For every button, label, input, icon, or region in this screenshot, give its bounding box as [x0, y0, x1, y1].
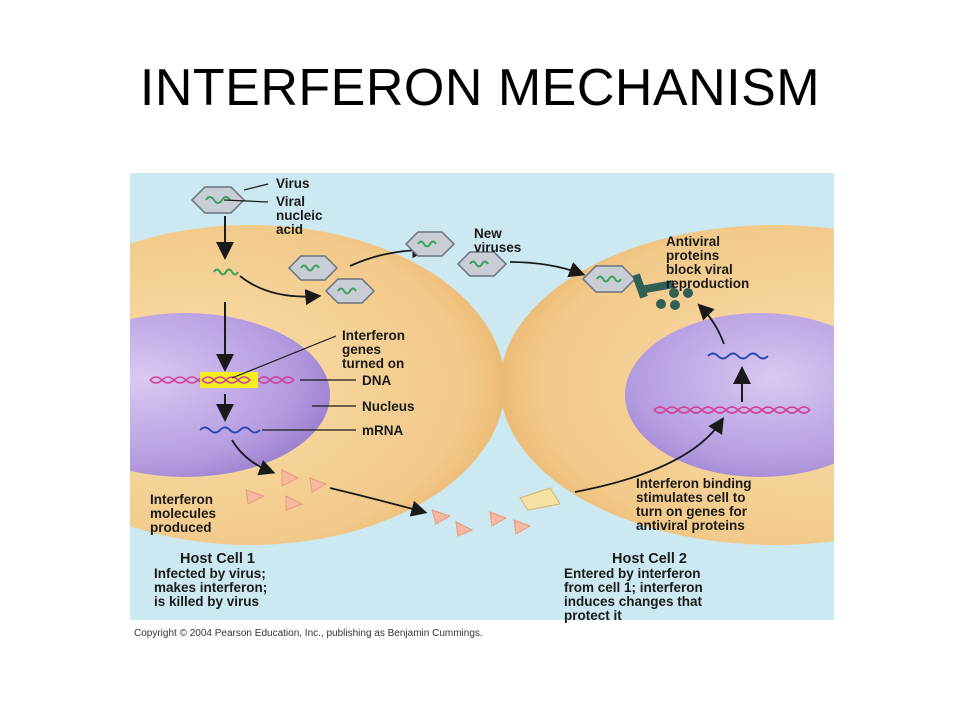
host-cell-2-caption-4: protect it [564, 608, 622, 623]
antiviral-proteins-label-3: block viral [666, 262, 733, 277]
assembly-arrow [239, 275, 322, 306]
interferon-molecule [455, 521, 474, 537]
interferon-binding-label-4: antiviral proteins [636, 518, 745, 533]
interferon-molecule [281, 469, 300, 487]
virus-to-cell-2-arrow [509, 261, 586, 278]
host-cell-1-caption-2: makes interferon; [154, 580, 267, 595]
interferon-gene-strand [201, 376, 251, 384]
host-cell-2-heading: Host Cell 2 [612, 551, 687, 567]
host-cell-1-caption-1: Infected by virus; [154, 566, 266, 581]
interferon-genes-label-3: turned on [342, 356, 404, 371]
translation-arrow [231, 439, 276, 476]
host-cell-2-caption-3: induces changes that [564, 594, 703, 609]
blocked-virus [581, 265, 637, 293]
mrna-label: mRNA [362, 423, 404, 438]
interferon-molecules-label-1: Interferon [150, 492, 213, 507]
viral-nucleic-acid-label-3: acid [276, 222, 303, 237]
secretion-arrow [329, 487, 428, 517]
new-viruses-label-2: viruses [474, 240, 521, 255]
host-cell-2-caption-1: Entered by interferon [564, 566, 701, 581]
interferon-binding-label-2: stimulates cell to [636, 490, 746, 505]
antiviral-proteins-label-4: reproduction [666, 276, 749, 291]
new-virus-outside-b [456, 251, 508, 277]
signal-arrow [574, 416, 724, 493]
interferon-molecule [245, 489, 266, 505]
cell-2-translation-arrow [697, 303, 725, 345]
interferon-genes-label-2: genes [342, 342, 381, 357]
viral-nucleic-acid-label-2: nucleic [276, 208, 323, 223]
interferon-binding-label-1: Interferon binding [636, 476, 752, 491]
interferon-genes-label-1: Interferon [342, 328, 405, 343]
antiviral-protein [632, 273, 693, 310]
interferon-molecules-label-2: molecules [150, 506, 216, 521]
interferon-molecule [431, 509, 452, 525]
host-cell-1-heading: Host Cell 1 [180, 551, 255, 567]
viral-nucleic-acid-label-1: Viral [276, 194, 305, 209]
virus-leader-line [243, 183, 269, 191]
interferon-molecule [513, 519, 532, 535]
nucleus-label: Nucleus [362, 399, 415, 414]
dna-strand-cell-2 [653, 406, 811, 414]
interferon-molecule [489, 511, 508, 527]
virus-label: Virus [276, 176, 310, 191]
new-virus-in-cell-1b [324, 278, 376, 304]
host-cell-1-nucleus [130, 313, 330, 477]
antiviral-proteins-label-1: Antiviral [666, 234, 720, 249]
new-virus-outside-a [404, 231, 456, 257]
slide-title: INTERFERON MECHANISM [139, 59, 821, 117]
interferon-receptor [519, 487, 561, 511]
new-viruses-label-1: New [474, 226, 502, 241]
interferon-gene-highlight [200, 372, 258, 388]
host-cell-2-nucleus [625, 313, 834, 477]
host-cell-1-caption-3: is killed by virus [154, 594, 259, 609]
interferon-molecule [309, 477, 328, 493]
new-virus-in-cell-1a [287, 255, 339, 281]
genes-leader-line [231, 335, 337, 379]
mrna-strand-cell-2 [707, 352, 769, 360]
dna-label: DNA [362, 373, 391, 388]
interferon-molecule [285, 495, 304, 511]
host-cell-2-caption-2: from cell 1; interferon [564, 580, 703, 595]
mrna-strand-cell-1 [199, 426, 261, 434]
antiviral-proteins-label-2: proteins [666, 248, 719, 263]
interferon-binding-label-3: turn on genes for [636, 504, 748, 519]
nucleic-acid-leader-line [223, 199, 269, 203]
viral-nucleic-acid [213, 268, 239, 276]
interferon-molecules-label-3: produced [150, 520, 212, 535]
virus-particle [190, 186, 246, 214]
copyright-line: Copyright © 2004 Pearson Education, Inc.… [134, 628, 483, 639]
